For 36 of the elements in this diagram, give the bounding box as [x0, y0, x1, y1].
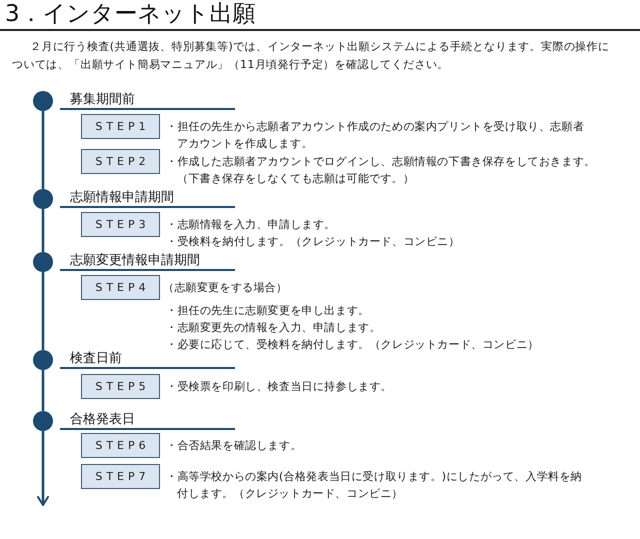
- step-description: （下書き保存をしなくても志願は可能です。）: [176, 171, 416, 187]
- timeline-line: [42, 272, 44, 350]
- step-description: ・合否結果を確認します。: [166, 438, 303, 454]
- step-description: ・担任の先生に志願変更を申し出ます。: [166, 303, 370, 319]
- step-description: ・受検料を納付します。（クレジットカード、コンビニ）: [166, 234, 461, 250]
- timeline-dot: [33, 411, 53, 431]
- step-description: ・高等学校からの案内(合格発表当日に受け取ります。)にしたがって、入学料を納付します。（クレジットカード、コンビニ）: [166, 469, 583, 502]
- step-description: ・担任の先生から志願者アカウント作成のための案内プリントを受け取り、志願者アカウントを作成します。: [166, 119, 585, 152]
- step-description: ・志願変更先の情報を入力、申請します。: [166, 320, 382, 336]
- timeline-arrow: [37, 431, 49, 506]
- phase-heading: 検査日前: [60, 350, 235, 369]
- phase-heading: 志願変更情報申請期間: [60, 252, 235, 271]
- step-box: STEP6: [81, 433, 160, 458]
- phase-heading: 合格発表日: [60, 411, 235, 430]
- timeline-dot: [33, 350, 53, 370]
- step-box: STEP7: [81, 464, 160, 489]
- step-box: STEP2: [81, 149, 160, 174]
- timeline-dot: [33, 252, 53, 272]
- timeline-dot: [33, 189, 53, 209]
- step-description: （志願変更をする場合）: [163, 280, 288, 296]
- step-description: ・志願情報を入力、申請します。: [166, 217, 336, 233]
- timeline-line: [42, 209, 44, 252]
- timeline-line: [42, 370, 44, 411]
- step-box: STEP1: [81, 114, 160, 139]
- step-box: STEP5: [81, 374, 160, 399]
- step-box: STEP4: [81, 275, 160, 300]
- step-description: ・必要に応じて、受検料を納付します。（クレジットカード、コンビニ）: [166, 337, 540, 353]
- phase-heading: 募集期間前: [60, 91, 235, 110]
- timeline-line: [42, 111, 44, 189]
- step-box: STEP3: [81, 212, 160, 237]
- section-title: 3．インターネット出願: [5, 1, 256, 28]
- step-description: ・作成した志願者アカウントでログインし、志願情報の下書き保存をしておきます。: [166, 154, 596, 170]
- step-description: ・受検票を印刷し、検査当日に持参します。: [166, 379, 393, 395]
- timeline-dot: [33, 91, 53, 111]
- phase-heading: 志願情報申請期間: [60, 189, 235, 208]
- intro-paragraph: ２月に行う検査(共通選抜、特別募集等)では、インターネット出願システムによる手続となります。実際の操作については、「出願サイト簡易マニュアル」（11月頃発行予定）を確認してください。: [12, 39, 610, 73]
